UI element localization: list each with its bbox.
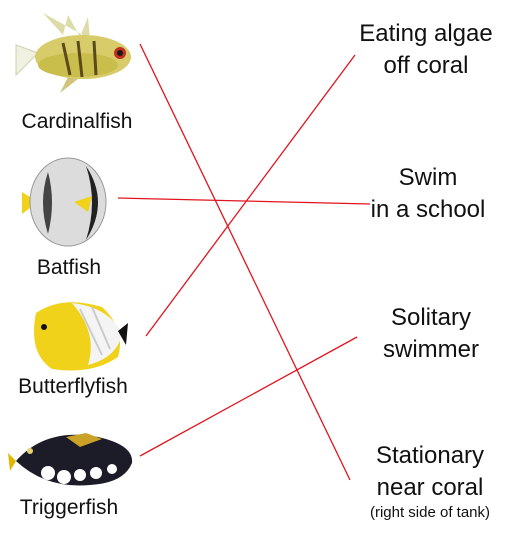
connector-batfish-swim [118, 198, 370, 204]
connector-triggerfish-solitary [140, 337, 357, 456]
connector-cardinalfish-stationary [140, 44, 350, 480]
connector-butterflyfish-algae [146, 55, 355, 336]
